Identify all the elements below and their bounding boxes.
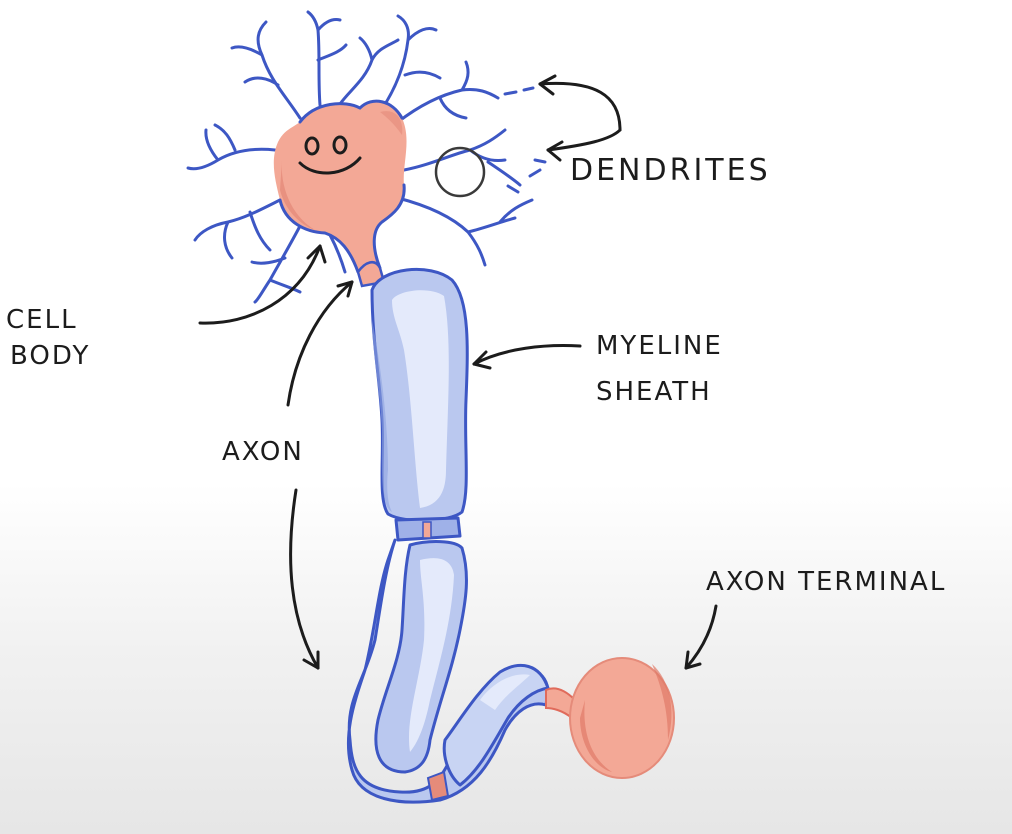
left-eye	[304, 136, 320, 156]
node-of-ranvier	[394, 516, 462, 542]
label-cell-body-line2: BODY	[10, 341, 90, 371]
cell-body-arrow	[198, 244, 322, 325]
cell-body-shape	[273, 99, 407, 274]
dendrites-arrow-2	[546, 128, 622, 152]
annotation-arrows	[198, 74, 718, 670]
axon-arrow-up	[286, 280, 354, 407]
axon-arrow-down	[289, 488, 320, 670]
right-eye	[332, 135, 348, 155]
label-myeline-line2: SHEATH	[596, 377, 712, 407]
label-dendrites: DENDRITES	[570, 153, 771, 188]
myelin-sheath-lower	[346, 538, 550, 804]
axon-terminal-shape	[569, 657, 675, 779]
label-axon: AXON	[222, 437, 304, 467]
smile	[298, 156, 362, 175]
label-myeline-line1: MYELINE	[596, 331, 723, 361]
label-axon-terminal: AXON TERMINAL	[706, 567, 946, 597]
myeline-arrow	[472, 344, 582, 366]
myelin-sheath-upper	[370, 267, 469, 523]
axon-terminal-arrow	[684, 604, 718, 670]
dendrites-arrow-1	[538, 81, 622, 132]
label-cell-body-line1: CELL	[6, 305, 78, 335]
dendrite-highlight-circle	[434, 146, 486, 198]
